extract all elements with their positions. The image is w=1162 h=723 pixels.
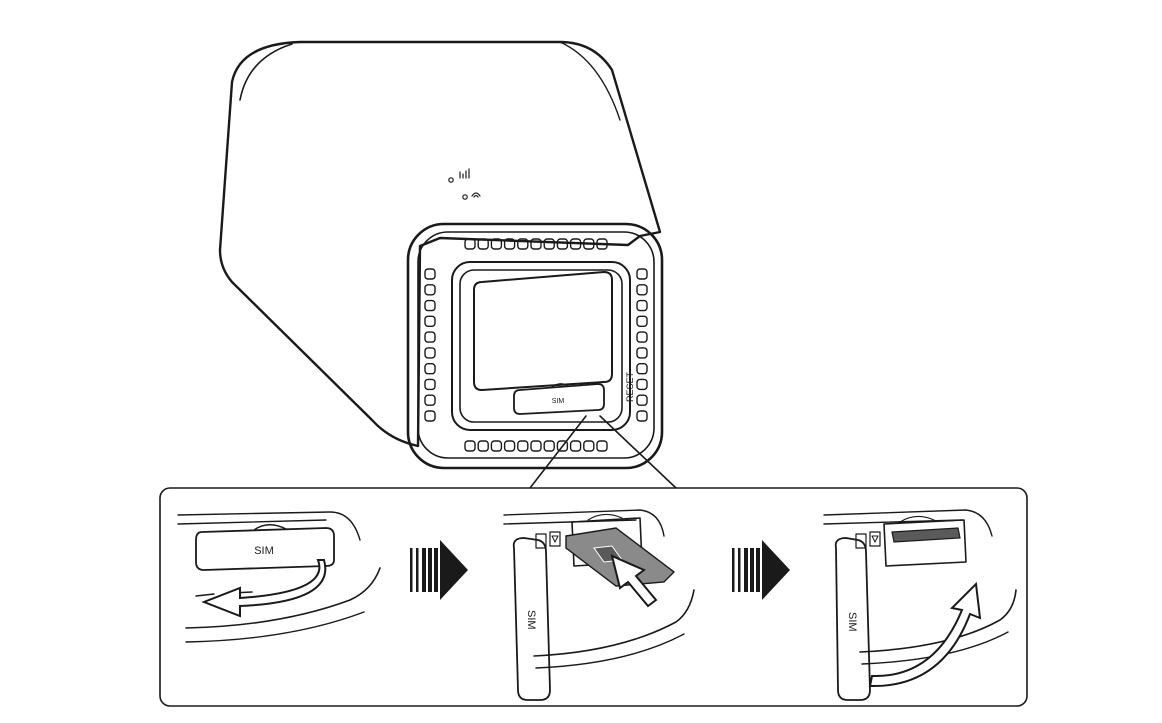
vent-hole: [556, 238, 569, 250]
vent-hole: [424, 331, 436, 343]
step-2-insert-card: SIM: [503, 509, 695, 701]
vent-hole: [490, 440, 503, 452]
front-face-outer: [406, 222, 664, 470]
vent-hole: [636, 394, 648, 406]
vent-hole: [636, 363, 648, 375]
wifi-icon: [471, 192, 481, 198]
wifi-led: [462, 194, 468, 200]
step-3-close-cover: SIM: [823, 509, 1017, 701]
vent-hole: [503, 238, 516, 250]
step-1-open-cover: SIM: [177, 511, 381, 643]
status-indicators: [448, 168, 481, 200]
arrow-stripe: [410, 548, 413, 592]
arrow-stripe: [744, 548, 748, 592]
arrow-stripe: [428, 548, 432, 592]
vent-hole: [503, 440, 516, 452]
sim-slot-notch: [551, 383, 569, 388]
arrow-stripe: [750, 548, 754, 592]
vent-hole: [596, 440, 608, 452]
arrow-stripe: [756, 548, 760, 592]
display-screen: [473, 271, 613, 391]
vent-hole: [490, 238, 503, 250]
vent-hole: [424, 363, 436, 375]
vent-hole: [636, 284, 648, 296]
vent-hole: [424, 378, 436, 391]
next-step-arrow-1: [410, 540, 468, 600]
detail-box: [159, 487, 1028, 707]
arrow-stripe: [738, 548, 741, 592]
vent-hole: [424, 410, 436, 422]
vent-hole: [583, 238, 595, 250]
vent-hole: [464, 238, 476, 250]
vent-hole: [636, 410, 648, 422]
vent-hole: [636, 268, 648, 280]
next-step-arrow-2: [732, 540, 790, 600]
vent-hole: [543, 440, 555, 452]
vent-hole: [424, 347, 436, 359]
vent-hole: [636, 378, 648, 391]
vent-hole: [569, 238, 582, 250]
vent-hole: [636, 331, 648, 343]
vent-hole: [424, 284, 436, 296]
arrow-head: [440, 540, 468, 600]
router-body-outline: [218, 40, 662, 448]
arrow-stripe: [434, 548, 438, 592]
front-panel: [451, 261, 631, 431]
close-direction-arrow: [868, 581, 982, 688]
sim-cover-closing: [834, 537, 871, 701]
vent-hole: [543, 238, 555, 250]
signal-led: [448, 177, 454, 183]
sim-tray-slot-filled: [883, 519, 967, 567]
sim-slot-label: SIM: [552, 398, 565, 405]
arrow-stripe: [416, 548, 419, 592]
vent-hole: [424, 315, 436, 327]
vent-hole: [424, 394, 436, 406]
router-top-edge: [239, 43, 293, 101]
sim-card-inserted: [891, 527, 961, 543]
vent-hole: [583, 440, 595, 452]
router-device: SIM RESET: [218, 40, 677, 489]
arrow-head: [762, 540, 790, 600]
step-1-sim-label: SIM: [254, 545, 274, 557]
arrow-stripe: [422, 548, 426, 592]
step-3-sim-label: SIM: [846, 612, 858, 632]
arrow-stripe: [732, 548, 735, 592]
front-panel-inner: [459, 269, 623, 423]
callout-line-right: [599, 415, 677, 489]
signal-strength-icon: [459, 168, 470, 179]
vent-ring: [424, 238, 648, 452]
router-side-edge: [559, 41, 621, 121]
front-face-bezel: [417, 231, 655, 459]
callout-line-left: [529, 415, 587, 489]
vent-hole: [517, 238, 529, 250]
vent-hole: [636, 315, 648, 327]
sim-slot-cover: [513, 383, 605, 415]
vent-hole: [530, 238, 542, 250]
vent-hole: [596, 238, 608, 250]
vent-hole: [464, 440, 476, 452]
open-direction-arrow: [201, 559, 327, 618]
vent-hole: [424, 299, 436, 312]
vent-hole: [636, 347, 648, 359]
vent-hole: [569, 440, 582, 452]
step-2-sim-label: SIM: [525, 610, 537, 630]
sim-cover-open: [512, 537, 551, 701]
vent-hole: [556, 440, 569, 452]
vent-hole: [636, 299, 648, 312]
vent-hole: [424, 268, 436, 280]
reset-label: RESET: [625, 371, 635, 402]
vent-hole: [477, 440, 489, 452]
vent-hole: [530, 440, 542, 452]
vent-hole: [477, 238, 489, 250]
insert-direction-arrow: [610, 554, 658, 608]
vent-hole: [517, 440, 529, 452]
